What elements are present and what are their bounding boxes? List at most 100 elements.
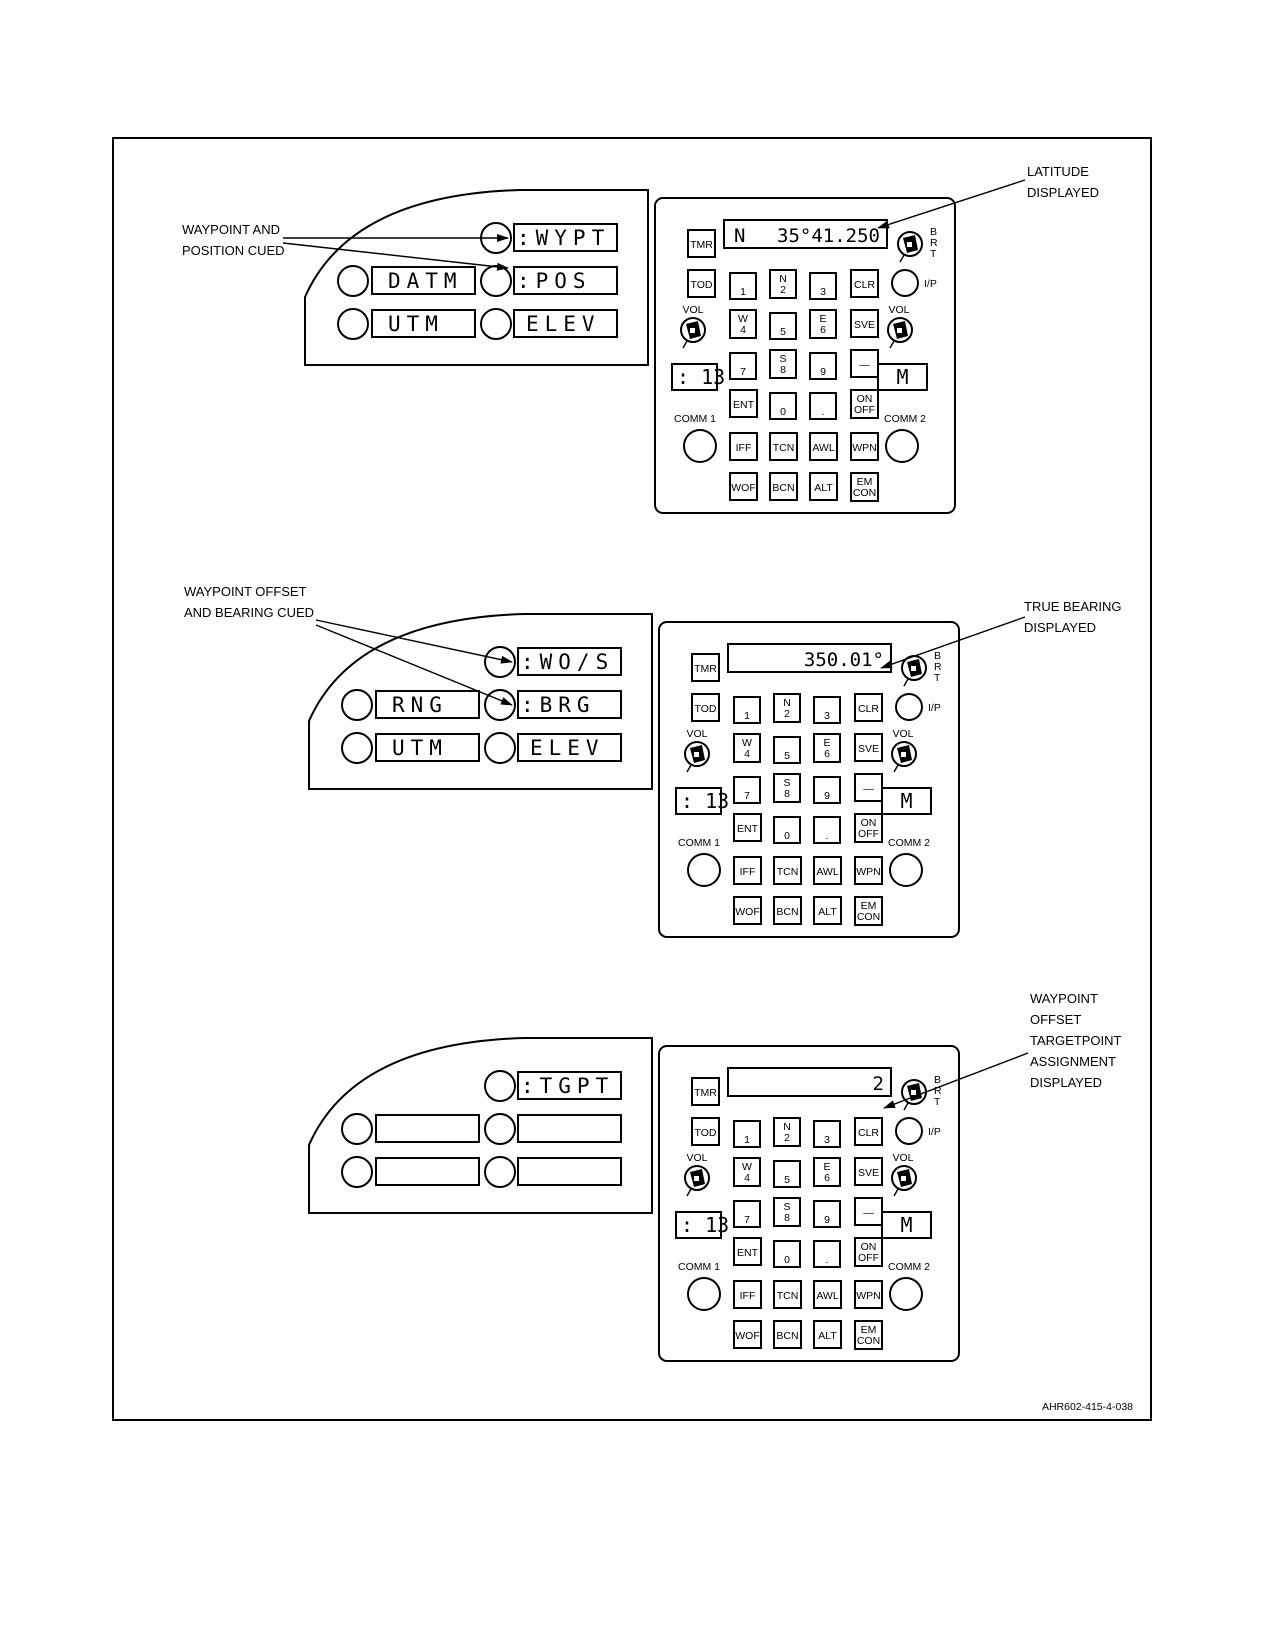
window-select-button[interactable] <box>484 1070 516 1102</box>
alt-button[interactable] <box>813 1320 842 1349</box>
key-5[interactable] <box>769 312 797 340</box>
key-1[interactable] <box>733 1120 761 1148</box>
key-8[interactable] <box>769 349 797 379</box>
tcn-button[interactable] <box>773 856 802 885</box>
brt-knob[interactable] <box>901 1079 927 1111</box>
vol-knob-left[interactable] <box>684 741 710 773</box>
key-4[interactable] <box>733 1157 761 1187</box>
ip-button[interactable] <box>891 269 919 297</box>
wof-button[interactable] <box>733 896 762 925</box>
iff-button[interactable] <box>733 856 762 885</box>
iff-button[interactable] <box>733 1280 762 1309</box>
wof-button[interactable] <box>729 472 758 501</box>
clr-button[interactable] <box>854 1117 883 1146</box>
tmr-button[interactable] <box>687 229 716 258</box>
key-9[interactable] <box>809 352 837 380</box>
clr-button[interactable] <box>854 693 883 722</box>
iff-button[interactable] <box>729 432 758 461</box>
window-select-button[interactable] <box>484 689 516 721</box>
tod-button[interactable] <box>687 269 716 298</box>
emcon-button[interactable] <box>854 1320 883 1350</box>
brt-knob[interactable] <box>901 655 927 687</box>
key-0[interactable] <box>773 816 801 844</box>
sve-button[interactable] <box>854 1157 883 1186</box>
alt-button[interactable] <box>809 472 838 501</box>
brt-knob[interactable] <box>897 231 923 263</box>
window-select-button[interactable] <box>484 1113 516 1145</box>
comm2-knob[interactable] <box>889 1277 923 1311</box>
key-6[interactable] <box>813 1157 841 1187</box>
awl-button[interactable] <box>813 856 842 885</box>
key-3[interactable] <box>809 272 837 300</box>
sve-button[interactable] <box>850 309 879 338</box>
tmr-button[interactable] <box>691 653 720 682</box>
window-select-button[interactable] <box>480 222 512 254</box>
tmr-button[interactable] <box>691 1077 720 1106</box>
key-2[interactable] <box>769 269 797 299</box>
key-4[interactable] <box>733 733 761 763</box>
key-2[interactable] <box>773 1117 801 1147</box>
window-select-button[interactable] <box>337 265 369 297</box>
emcon-button[interactable] <box>850 472 879 502</box>
on-off-button[interactable] <box>854 813 883 843</box>
comm1-knob[interactable] <box>687 853 721 887</box>
key-5[interactable] <box>773 736 801 764</box>
key-4[interactable] <box>729 309 757 339</box>
vol-knob-right[interactable] <box>887 317 913 349</box>
vol-knob-left[interactable] <box>680 317 706 349</box>
tcn-button[interactable] <box>773 1280 802 1309</box>
key-9[interactable] <box>813 1200 841 1228</box>
comm2-knob[interactable] <box>885 429 919 463</box>
bcn-button[interactable] <box>773 1320 802 1349</box>
sve-button[interactable] <box>854 733 883 762</box>
dot-button[interactable] <box>813 1240 841 1268</box>
vol-knob-right[interactable] <box>891 741 917 773</box>
comm2-knob[interactable] <box>889 853 923 887</box>
window-select-button[interactable] <box>341 1156 373 1188</box>
key-8[interactable] <box>773 1197 801 1227</box>
bcn-button[interactable] <box>769 472 798 501</box>
key-7[interactable] <box>729 352 757 380</box>
on-off-button[interactable] <box>850 389 879 419</box>
comm1-knob[interactable] <box>687 1277 721 1311</box>
ent-button[interactable] <box>733 1237 762 1266</box>
bcn-button[interactable] <box>773 896 802 925</box>
key-0[interactable] <box>773 1240 801 1268</box>
tod-button[interactable] <box>691 1117 720 1146</box>
tod-button[interactable] <box>691 693 720 722</box>
tcn-button[interactable] <box>769 432 798 461</box>
window-select-button[interactable] <box>341 732 373 764</box>
vol-knob-right[interactable] <box>891 1165 917 1197</box>
on-off-button[interactable] <box>854 1237 883 1267</box>
key-1[interactable] <box>729 272 757 300</box>
key-3[interactable] <box>813 1120 841 1148</box>
wof-button[interactable] <box>733 1320 762 1349</box>
key-0[interactable] <box>769 392 797 420</box>
wpn-button[interactable] <box>850 432 879 461</box>
window-select-button[interactable] <box>480 265 512 297</box>
clr-button[interactable] <box>850 269 879 298</box>
ent-button[interactable] <box>733 813 762 842</box>
alt-button[interactable] <box>813 896 842 925</box>
key-1[interactable] <box>733 696 761 724</box>
window-select-button[interactable] <box>484 646 516 678</box>
emcon-button[interactable] <box>854 896 883 926</box>
wpn-button[interactable] <box>854 856 883 885</box>
key-9[interactable] <box>813 776 841 804</box>
window-select-button[interactable] <box>480 308 512 340</box>
ent-button[interactable] <box>729 389 758 418</box>
key-7[interactable] <box>733 776 761 804</box>
dot-button[interactable] <box>809 392 837 420</box>
key-6[interactable] <box>813 733 841 763</box>
window-select-button[interactable] <box>341 1113 373 1145</box>
awl-button[interactable] <box>813 1280 842 1309</box>
window-select-button[interactable] <box>337 308 369 340</box>
key-6[interactable] <box>809 309 837 339</box>
key-8[interactable] <box>773 773 801 803</box>
window-select-button[interactable] <box>484 1156 516 1188</box>
comm1-knob[interactable] <box>683 429 717 463</box>
awl-button[interactable] <box>809 432 838 461</box>
key-3[interactable] <box>813 696 841 724</box>
window-select-button[interactable] <box>341 689 373 721</box>
dot-button[interactable] <box>813 816 841 844</box>
